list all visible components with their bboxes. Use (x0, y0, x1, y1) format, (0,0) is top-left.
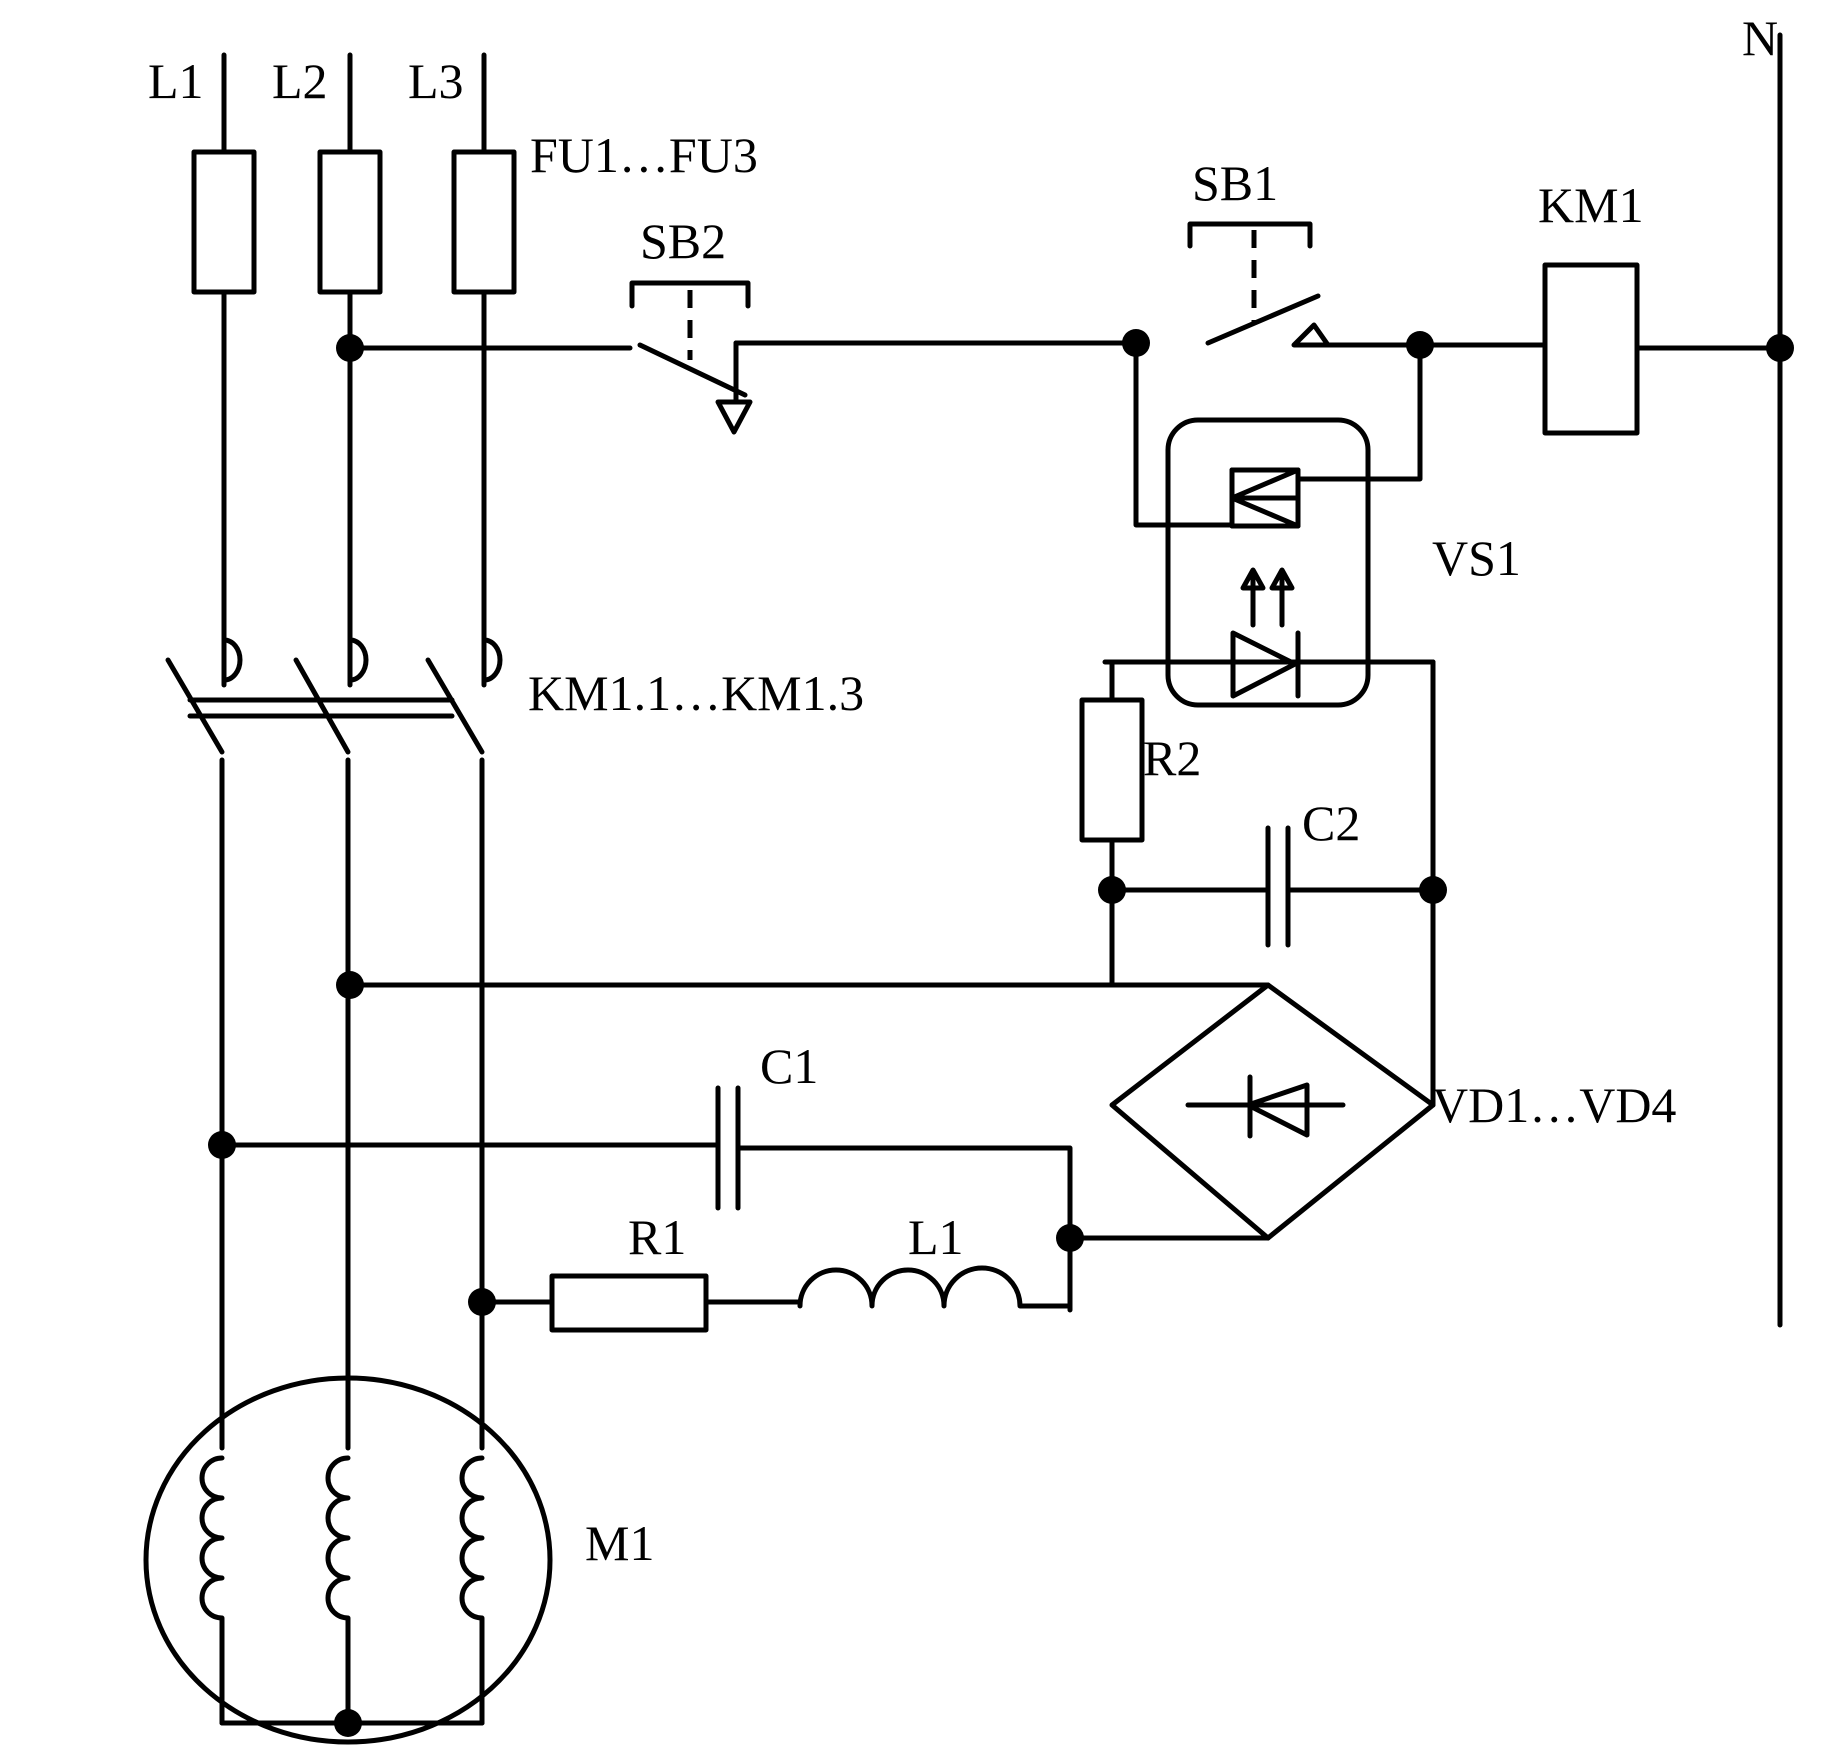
label-sb1: SB1 (1192, 155, 1278, 211)
label-km1: KM1 (1538, 177, 1644, 233)
label-l3: L3 (408, 53, 464, 109)
control-circuit-wiring (347, 340, 1783, 351)
fuses-fu1-fu3 (191, 149, 517, 295)
label-km-contacts: KM1.1…KM1.3 (528, 665, 864, 721)
label-c2: C2 (1302, 795, 1360, 851)
capacitor-c2 (1109, 659, 1436, 1108)
phase-lines-top (221, 52, 487, 155)
label-r1: R1 (628, 1209, 686, 1265)
label-c1: C1 (760, 1038, 818, 1094)
pushbutton-sb1 (1187, 221, 1331, 348)
label-n: N (1742, 10, 1778, 66)
label-l1: L1 (148, 53, 204, 109)
label-l2: L2 (272, 53, 328, 109)
diode-bridge-vd1-vd4 (1109, 982, 1436, 1241)
label-fuses: FU1…FU3 (530, 127, 758, 183)
label-inductor: L1 (908, 1209, 964, 1265)
label-bridge: VD1…VD4 (1432, 1077, 1676, 1133)
coil-km1 (1542, 262, 1640, 436)
motor-m1 (143, 1375, 553, 1745)
label-sb2: SB2 (640, 213, 726, 269)
optotriac-vs1 (1102, 345, 1436, 708)
resistor-r2 (1079, 659, 1145, 988)
label-motor: M1 (585, 1515, 654, 1571)
phase-lines-bottom (219, 757, 485, 1451)
resistor-r1 (479, 1273, 803, 1333)
contactor-km1-1-3 (165, 637, 503, 755)
label-vs1: VS1 (1432, 530, 1521, 586)
capacitor-c1 (219, 1085, 1271, 1313)
junction-nodes (208, 329, 1794, 1737)
inductor-l1 (797, 1265, 1073, 1309)
label-r2: R2 (1143, 730, 1201, 786)
pushbutton-sb2 (629, 280, 753, 435)
